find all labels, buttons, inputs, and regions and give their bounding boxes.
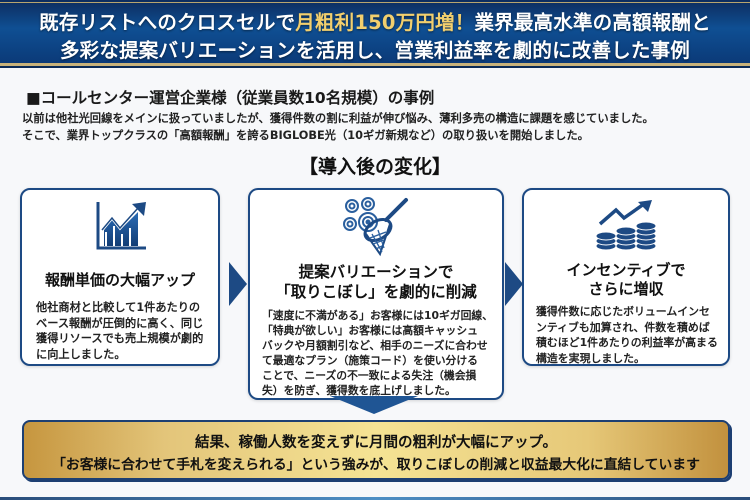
card-body-line: 獲得リソースでも売上規模が劇的 xyxy=(36,332,204,345)
headline-line-2: 多彩な提案バリエーションを活用し、営業利益率を劇的に改善した事例 xyxy=(59,39,690,62)
card-body-line: ことで、ニーズの不一致による失注（機会損 xyxy=(262,369,477,382)
arrow-right-icon xyxy=(229,262,247,306)
card-body-line: 構造を実現しました。 xyxy=(536,351,645,365)
headline-line-1: 既存リストへのクロスセルで月粗利150万円増！業界最高水準の高額報酬と xyxy=(0,6,750,35)
coins-growth-icon xyxy=(595,200,657,251)
card-body-line: 失）を防ぎ、獲得数を底上げしました。 xyxy=(262,384,456,397)
arrow-down-icon xyxy=(330,396,418,414)
card-body-line: バックや月額割引など、相手のニーズに合わせ xyxy=(262,339,488,352)
card-title: 報酬単価の大幅アップ xyxy=(44,271,195,289)
card-body-line: 「速度に不満がある」お客様には10ギガ回線、 xyxy=(262,309,493,322)
result-line-1: 結果、稼働人数を変えずに月間の粗利が大幅にアップ。 xyxy=(194,435,558,451)
case-title: ■コールセンター運営企業様（従業員数10名規模）の事例 xyxy=(26,89,435,107)
result-line-2: 「お客様に合わせて手札を変えられる」という強みが、取りこぼしの削減と収益最大化に… xyxy=(52,457,700,473)
card-title-line-1: 提案バリエーションで xyxy=(298,263,454,281)
intro-line-2: そこで、業界トップクラスの「高額報酬」を誇るBIGLOBE光（10ギガ新規など）… xyxy=(22,129,589,142)
card-body-line: に向上しました。 xyxy=(36,347,126,361)
card-body-line: 「特典が欲しい」お客様には高額キャッシュ xyxy=(262,324,478,337)
card-incentive: インセンティブで さらに増収 獲得件数に応じたボリュームインセ ンティブも加算さ… xyxy=(522,188,730,366)
bottom-divider xyxy=(0,497,750,500)
card-body-line: 他社商材と比較して1件あたりの xyxy=(36,301,201,314)
card-body-line: 獲得件数に応じたボリュームインセ xyxy=(536,305,710,318)
card-body-line: 積むほど1件あたりの利益率が高まる xyxy=(536,336,718,349)
headline-highlight: 月粗利150万円増！ xyxy=(295,11,475,34)
card-body-line: ベース報酬が圧倒的に高く、同じ xyxy=(36,316,204,330)
headline-suffix: 業界最高水準の高額報酬と xyxy=(474,11,711,34)
card-title-line-2: 「取りこぼし」を劇的に削減 xyxy=(275,283,477,301)
result-banner: 結果、稼働人数を変えずに月間の粗利が大幅にアップ。 「お客様に合わせて手札を変え… xyxy=(22,420,730,480)
section-title: 【導入後の変化】 xyxy=(298,156,451,178)
card-body-line: ンティブも加算され、件数を積めば xyxy=(536,320,710,334)
card-body: 「速度に不満がある」お客様には10ギガ回線、 「特典が欲しい」お客様には高額キャ… xyxy=(262,308,493,398)
card-reward-increase: 報酬単価の大幅アップ 他社商材と比較して1件あたりの ベース報酬が圧倒的に高く、… xyxy=(20,188,220,366)
card-proposal-variation: 提案バリエーションで 「取りこぼし」を劇的に削減 「速度に不満がある」お客様には… xyxy=(248,188,504,400)
intro-line-1: 以前は他社光回線をメインに扱っていましたが、獲得件数の割に利益が伸び悩み、薄利多… xyxy=(22,112,654,125)
arrow-right-icon xyxy=(505,262,523,306)
header-banner: 既存リストへのクロスセルで月粗利150万円増！業界最高水準の高額報酬と 多彩な提… xyxy=(0,0,750,66)
card-title-line-2: さらに増収 xyxy=(588,280,664,298)
headline-prefix: 既存リストへのクロスセルで xyxy=(39,11,296,34)
growth-chart-icon xyxy=(96,202,146,250)
targets-net-icon xyxy=(343,197,408,257)
card-body-line: て最適なプラン（施策コード）を使い分ける xyxy=(262,354,478,367)
card-body: 獲得件数に応じたボリュームインセ ンティブも加算され、件数を積めば 積むほど1件… xyxy=(536,304,718,366)
card-body: 他社商材と比較して1件あたりの ベース報酬が圧倒的に高く、同じ 獲得リソースでも… xyxy=(36,300,203,362)
card-title-line-1: インセンティブで xyxy=(566,261,686,279)
